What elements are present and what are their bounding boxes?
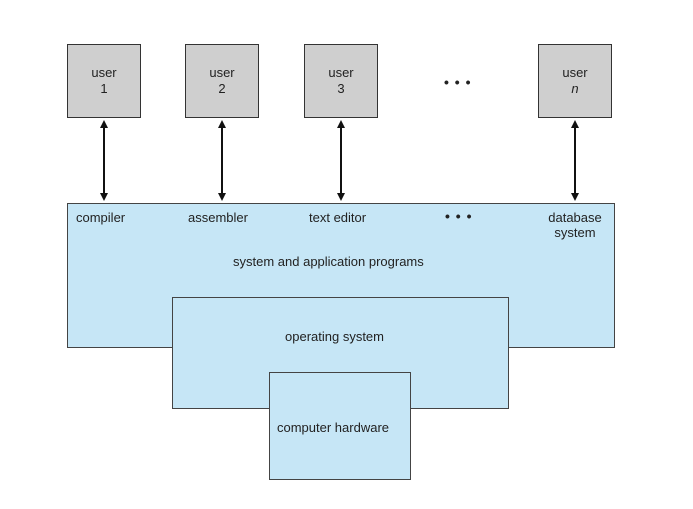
operating-system-label: operating system bbox=[285, 329, 384, 344]
user-3-label: user bbox=[328, 65, 354, 80]
user-1-label: user bbox=[91, 65, 117, 80]
user-3-number: 3 bbox=[337, 81, 345, 96]
user-2-label: user bbox=[209, 65, 235, 80]
database-label-line2: system bbox=[554, 225, 596, 240]
users-ellipsis: • • • bbox=[444, 74, 472, 90]
text-editor-label: text editor bbox=[309, 210, 367, 225]
database-label-line1: database bbox=[548, 210, 602, 225]
computer-hardware-label: computer hardware bbox=[277, 420, 389, 435]
user-1-number: 1 bbox=[100, 81, 108, 96]
compiler-label: compiler bbox=[76, 210, 126, 225]
user-3-box: user 3 bbox=[304, 44, 378, 118]
user-2-box: user 2 bbox=[185, 44, 259, 118]
user-2-number: 2 bbox=[218, 81, 226, 96]
user-n-number: n bbox=[571, 81, 579, 96]
computer-hardware-layer bbox=[269, 372, 411, 480]
database-system-label: database system bbox=[542, 210, 608, 240]
assembler-label: assembler bbox=[188, 210, 248, 225]
user-n-box: user n bbox=[538, 44, 612, 118]
programs-ellipsis: • • • bbox=[445, 208, 473, 224]
user-n-label: user bbox=[562, 65, 588, 80]
system-and-application-programs-label: system and application programs bbox=[233, 254, 424, 269]
user-1-box: user 1 bbox=[67, 44, 141, 118]
